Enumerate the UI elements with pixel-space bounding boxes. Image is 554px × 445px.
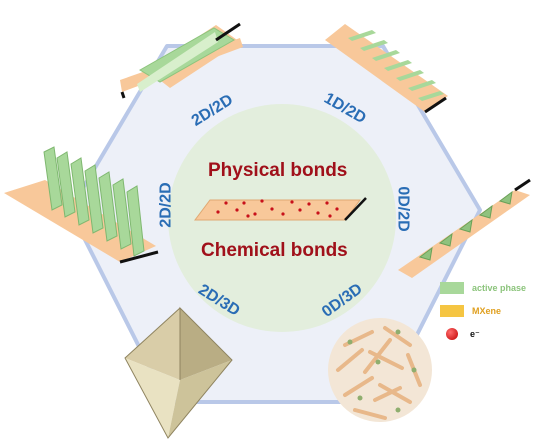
legend-swatch-active-phase xyxy=(440,282,464,294)
electron-dots xyxy=(216,199,339,218)
interface-label-2d-2d-left: 2D/2D xyxy=(157,182,175,228)
illustration-2d-2d-top xyxy=(120,22,243,99)
illustration-2d-2d-left xyxy=(4,146,159,264)
legend-label-mxene: MXene xyxy=(472,306,502,316)
illustration-1d-2d xyxy=(325,24,448,114)
physical-bonds-label: Physical bonds xyxy=(208,160,348,181)
illustration-0d-2d xyxy=(398,178,531,278)
illustration-0d-3d-sphere xyxy=(328,318,432,422)
legend-label-electron: e⁻ xyxy=(470,328,480,339)
legend-electron: e⁻ xyxy=(440,326,480,342)
center-mxene-sheet xyxy=(194,197,367,221)
legend-label-active-phase: active phase xyxy=(472,283,527,293)
legend-mxene: MXene xyxy=(440,303,501,319)
legend-swatch-electron xyxy=(446,328,458,340)
interface-label-0d-2d: 0D/2D xyxy=(394,186,412,232)
legend-active-phase: active phase xyxy=(440,280,526,296)
illustration-2d-3d-octahedron xyxy=(124,306,233,439)
legend-swatch-mxene xyxy=(440,305,464,317)
chemical-bonds-label: Chemical bonds xyxy=(201,240,348,261)
